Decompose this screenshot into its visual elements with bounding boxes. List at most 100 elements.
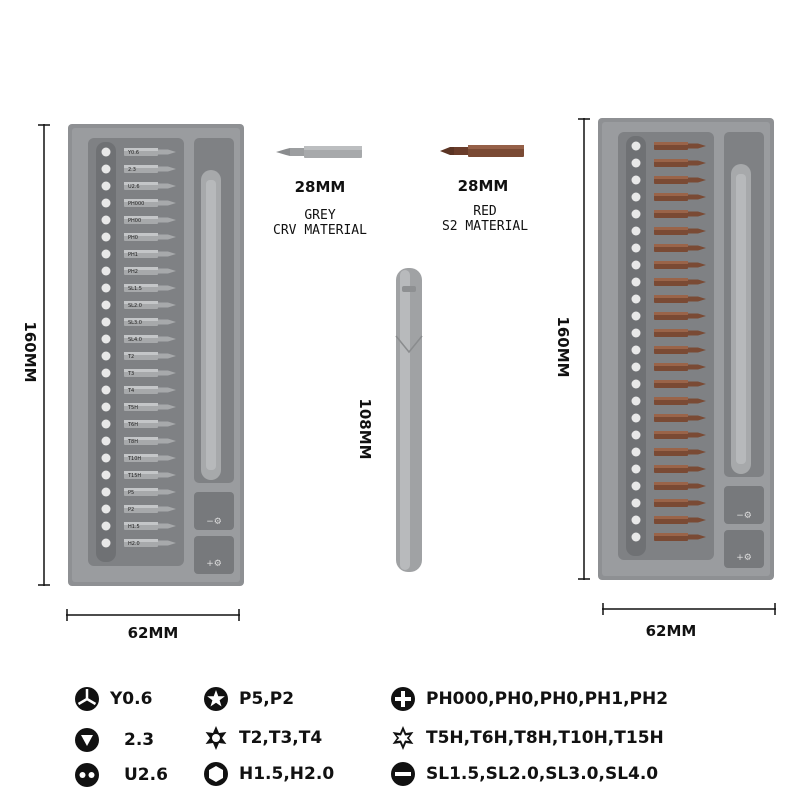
bit-size-label: SL1.5: [128, 286, 142, 292]
legend-item-y: Y0.6: [74, 686, 152, 712]
tray-dot-icon: [631, 447, 641, 457]
bit-size-label: PH00: [128, 218, 141, 224]
bit-slot: SL4.0: [124, 335, 176, 343]
left-width-label: 62MM: [127, 624, 179, 642]
tray-dot-icon: [631, 226, 641, 236]
tray-dot-icon: [631, 532, 641, 542]
tray-dot-icon: [101, 419, 111, 429]
bit-slot: [654, 176, 706, 184]
tray-dot-icon: [101, 266, 111, 276]
pentalobe-icon: [204, 687, 228, 711]
bit-slot: T2: [124, 352, 176, 360]
bit-slot: [654, 482, 706, 490]
red-bit-length: 28MM: [457, 177, 509, 195]
bit-size-label: PH0: [128, 235, 138, 241]
grey-bit-image: [276, 146, 362, 158]
bit-slot: T4: [124, 386, 176, 394]
legend-label-u: U2.6: [124, 765, 168, 785]
bit-size-label: SL4.0: [128, 337, 142, 343]
bit-slot: [654, 295, 706, 303]
svg-text:−⚙: −⚙: [206, 517, 222, 527]
bit-size-label: SL2.0: [128, 303, 142, 309]
right-width-label: 62MM: [645, 622, 697, 640]
bit-slot: [654, 159, 706, 167]
right-case: −⚙ +⚙: [598, 118, 774, 580]
bit-size-label: T8H: [127, 439, 138, 445]
bit-slot: [654, 142, 706, 150]
legend-item-u: U2.6: [74, 762, 168, 788]
grey-bit-material: GREY CRV MATERIAL: [250, 208, 390, 238]
torx-icon: [205, 726, 227, 750]
grey-bit-color-label: GREY: [304, 208, 336, 223]
u-slot-icon: [75, 763, 99, 787]
bit-size-label: T6H: [127, 422, 138, 428]
tray-dot-icon: [631, 345, 641, 355]
bit-slot: T6H: [124, 420, 176, 428]
slotted-icon: [391, 762, 415, 786]
bit-size-label: PH2: [128, 269, 138, 275]
bit-size-label: SL3.0: [128, 320, 142, 326]
screwdriver-handle: [395, 268, 423, 572]
bit-size-label: T5H: [127, 405, 138, 411]
bit-slot: [654, 448, 706, 456]
bit-slot: [654, 346, 706, 354]
left-height-label: 160MM: [21, 321, 39, 383]
bit-size-label: H1.5: [128, 524, 140, 530]
tray-dot-icon: [631, 464, 641, 474]
legend-label-y: Y0.6: [110, 689, 153, 709]
tray-dot-icon: [631, 260, 641, 270]
bit-size-label: T2: [127, 354, 134, 360]
legend-label-phillips: PH000,PH0,PH0,PH1,PH2: [426, 689, 669, 709]
tray-dot-icon: [101, 198, 111, 208]
bit-slot: Y0.6: [124, 148, 176, 156]
legend-item-triangle: 2.3: [74, 727, 154, 753]
phillips-icon: [391, 687, 415, 711]
bit-slot: [654, 329, 706, 337]
legend-label-torx: T2,T3,T4: [239, 728, 323, 748]
tray-dot-icon: [101, 317, 111, 327]
tray-dot-icon: [631, 328, 641, 338]
bit-slot: SL3.0: [124, 318, 176, 326]
tray-dot-icon: [101, 504, 111, 514]
grey-bit-material-label: CRV MATERIAL: [273, 223, 367, 238]
tray-dot-icon: [631, 379, 641, 389]
bit-slot: [654, 397, 706, 405]
tray-dot-icon: [101, 368, 111, 378]
right-height-label: 160MM: [554, 316, 572, 378]
bit-size-label: H2.0: [128, 541, 140, 547]
bit-slot: T10H: [124, 454, 176, 462]
legend-label-hex: H1.5,H2.0: [239, 764, 335, 784]
bit-slot: PH0: [124, 233, 176, 241]
tray-dot-icon: [101, 385, 111, 395]
bit-slot: [654, 312, 706, 320]
tray-dot-icon: [101, 147, 111, 157]
bit-slot: 2.3: [124, 165, 176, 173]
tray-dot-icon: [631, 209, 641, 219]
bit-size-label: Y0.6: [127, 150, 139, 156]
bit-slot: [654, 227, 706, 235]
bit-slot: U2.6: [124, 182, 176, 190]
tray-dot-icon: [101, 402, 111, 412]
tray-dot-icon: [631, 413, 641, 423]
tray-dot-icon: [631, 515, 641, 525]
svg-text:−⚙: −⚙: [736, 511, 752, 521]
tray-dot-icon: [631, 481, 641, 491]
left-case: −⚙ +⚙ Y0.62.3U2.6PH000PH00PH0PH1PH2SL1.5…: [68, 124, 244, 586]
bit-slot: [654, 465, 706, 473]
tray-dot-icon: [631, 158, 641, 168]
tray-dot-icon: [631, 141, 641, 151]
legend-label-triangle: 2.3: [124, 730, 155, 750]
legend-label-slotted: SL1.5,SL2.0,SL3.0,SL4.0: [426, 764, 659, 784]
bit-slot: [654, 363, 706, 371]
red-bit-image: [440, 145, 524, 157]
tray-dot-icon: [631, 277, 641, 287]
tray-dot-icon: [101, 436, 111, 446]
tray-dot-icon: [101, 470, 111, 480]
tray-dot-icon: [101, 453, 111, 463]
tray-dot-icon: [631, 243, 641, 253]
triangle-icon: [75, 728, 99, 752]
right-case-width-dimension: [602, 600, 776, 615]
tray-dot-icon: [631, 175, 641, 185]
bit-slot: SL2.0: [124, 301, 176, 309]
bit-slot: [654, 278, 706, 286]
